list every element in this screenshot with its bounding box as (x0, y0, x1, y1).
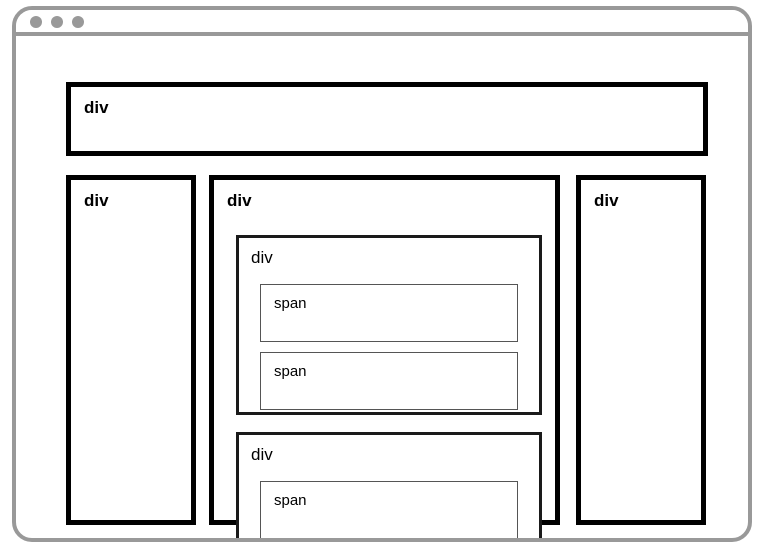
span-2-label: span (274, 363, 307, 380)
left-column-div-box[interactable]: div (66, 175, 196, 525)
header-div-label: div (84, 98, 109, 117)
center-column-div-box[interactable]: div div span span div span (209, 175, 560, 538)
right-column-div-box[interactable]: div (576, 175, 706, 525)
browser-window: div div div div span span div span (12, 6, 752, 542)
span-3-box[interactable]: span (260, 481, 518, 538)
left-column-div-label: div (84, 191, 109, 210)
span-1-label: span (274, 295, 307, 312)
inner-div-1-label: div (251, 248, 273, 267)
span-1-box[interactable]: span (260, 284, 518, 342)
center-column-div-label: div (227, 191, 252, 210)
window-controls (30, 16, 84, 28)
minimize-dot[interactable] (51, 16, 63, 28)
inner-div-2-box[interactable]: div span (236, 432, 542, 538)
inner-div-2-label: div (251, 445, 273, 464)
browser-viewport: div div div div span span div span (16, 40, 748, 538)
span-2-box[interactable]: span (260, 352, 518, 410)
header-div-box[interactable]: div (66, 82, 708, 156)
browser-titlebar (16, 10, 748, 36)
span-3-label: span (274, 492, 307, 509)
right-column-div-label: div (594, 191, 619, 210)
maximize-dot[interactable] (72, 16, 84, 28)
close-dot[interactable] (30, 16, 42, 28)
inner-div-1-box[interactable]: div span span (236, 235, 542, 415)
